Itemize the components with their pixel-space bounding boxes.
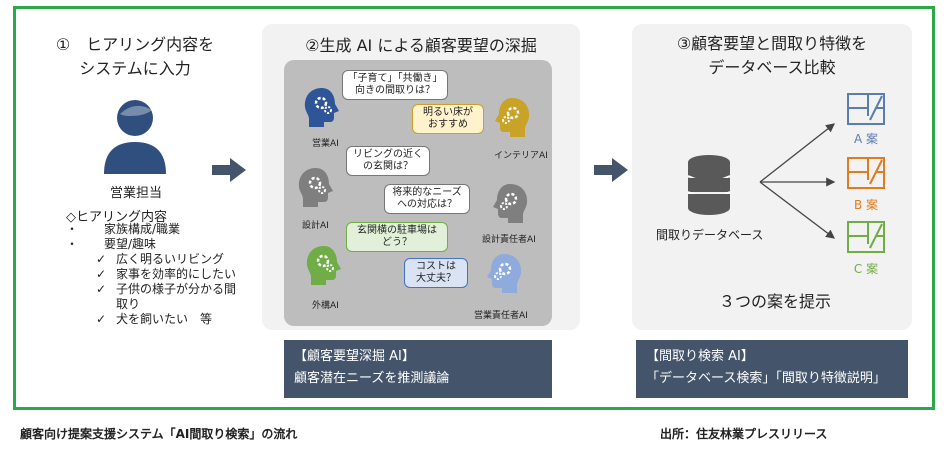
- result-text: ３つの案を提示: [718, 292, 831, 311]
- step3-box-title: 【間取り検索 AI】: [646, 349, 754, 364]
- step2-box-title: 【顧客要望深掘 AI】: [294, 349, 415, 364]
- floor-plan-c-icon: [847, 221, 885, 253]
- list-item: ・ 家族構成/職業: [66, 222, 181, 236]
- database-icon: [687, 155, 731, 215]
- wish-item: ✓子供の様子が分かる間: [96, 282, 237, 296]
- step3-title-line2: データベース比較: [708, 58, 836, 77]
- figure-caption: 顧客向け提案支援システム「AI間取り検索」の流れ: [20, 427, 298, 441]
- wish-item-continuation: 取り: [116, 297, 141, 311]
- sales-person-label: 営業担当: [109, 186, 162, 201]
- step1-title-line2: システムに入力: [79, 59, 191, 78]
- list-item: ・ 要望/趣味: [66, 237, 157, 251]
- hearing-heading: ◇ヒアリング内容: [66, 210, 167, 225]
- wish-item: ✓家事を効率的にしたい: [96, 267, 237, 281]
- exterior-ai-head-icon: [306, 246, 341, 285]
- plan-a-label: A 案: [853, 132, 879, 146]
- design-lead-ai-label: 設計責任者AI: [482, 235, 536, 245]
- check-icon: ✓: [96, 252, 107, 266]
- branch-arrows: [759, 123, 836, 239]
- speech-bubble: コストは 大丈夫？: [404, 258, 468, 288]
- database-label: 間取りデータベース: [656, 228, 764, 242]
- exterior-ai-label: 外構AI: [312, 301, 339, 311]
- speech-bubble: リビングの近く の玄関は？: [346, 146, 430, 176]
- speech-bubble: 「子育て」「共働き」 向きの間取りは？: [342, 70, 448, 100]
- flow-arrow-icon: [594, 158, 628, 182]
- plan-c-label: C 案: [853, 262, 879, 276]
- check-icon: ✓: [96, 282, 107, 296]
- sales-ai-label: 営業AI: [312, 139, 339, 149]
- source-credit: 出所：住友林業プレスリリース: [660, 427, 828, 441]
- design-lead-ai-head-icon: [493, 184, 528, 223]
- speech-bubble: 玄関横の駐車場は どう？: [346, 222, 448, 252]
- floor-plan-b-icon: [847, 157, 885, 189]
- wish-item: ✓広く明るいリビング: [96, 252, 225, 266]
- step3-description-box: 【間取り検索 AI】 「データベース検索」「間取り特徴説明」: [636, 340, 908, 398]
- step2-box-text: 顧客潜在ニーズを推測議論: [294, 371, 450, 386]
- check-icon: ✓: [96, 312, 107, 326]
- step3-box-text: 「データベース検索」「間取り特徴説明」: [646, 371, 886, 386]
- step3-title-line1: ③顧客要望と間取り特徴を: [676, 34, 868, 53]
- step1-title-line1: ① ヒアリング内容を: [55, 35, 215, 54]
- interior-ai-label: インテリアAI: [494, 151, 548, 161]
- design-ai-head-icon: [298, 168, 333, 207]
- hearing-list: ・ 家族構成/職業 ・ 要望/趣味 ✓広く明るいリビング ✓家事を効率的にしたい…: [64, 222, 236, 327]
- step3-title: ③顧客要望と間取り特徴を データベース比較: [632, 32, 912, 80]
- step1-title: ① ヒアリング内容を システムに入力: [40, 33, 230, 81]
- wish-item: ✓犬を飼いたい 等: [96, 312, 213, 326]
- sales-person-icon: [104, 100, 166, 174]
- floor-plan-a-icon: [847, 93, 885, 125]
- flow-arrow-icon: [212, 158, 246, 182]
- speech-bubble: 明るい床が おすすめ: [412, 104, 484, 134]
- speech-bubble: 将来的なニーズ への対応は？: [384, 184, 470, 214]
- plan-b-label: B 案: [853, 198, 879, 212]
- sales-lead-ai-head-icon: [487, 254, 522, 293]
- sales-lead-ai-label: 営業責任者AI: [474, 311, 528, 321]
- interior-ai-head-icon: [495, 98, 530, 137]
- check-icon: ✓: [96, 267, 107, 281]
- step2-title: ②生成 AI による顧客要望の深掘: [305, 36, 537, 55]
- design-ai-label: 設計AI: [302, 221, 329, 231]
- sales-ai-head-icon: [304, 88, 339, 127]
- step2-description-box: 【顧客要望深掘 AI】 顧客潜在ニーズを推測議論: [284, 340, 552, 398]
- step3-panel: [632, 24, 912, 330]
